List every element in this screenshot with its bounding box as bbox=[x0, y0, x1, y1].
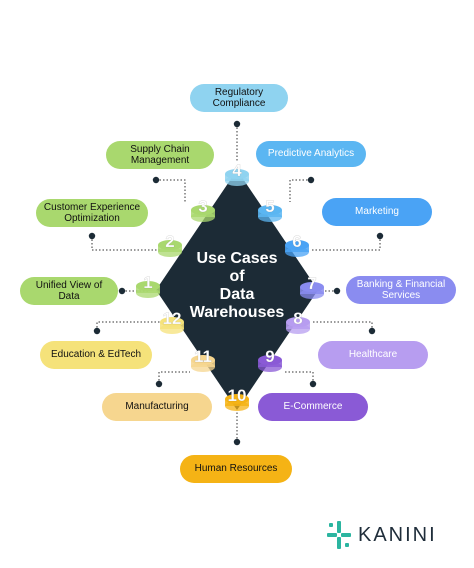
use-case-pill-3: Supply Chain Management bbox=[106, 141, 214, 169]
connector-dot bbox=[309, 380, 317, 388]
connector-dot bbox=[233, 120, 241, 128]
connector-dot bbox=[233, 438, 241, 446]
use-case-pill-10: Human Resources bbox=[180, 455, 292, 483]
number-label: 7 bbox=[307, 274, 316, 293]
number-label: 1 bbox=[143, 273, 152, 292]
use-case-pill-5: Predictive Analytics bbox=[256, 141, 366, 167]
use-case-pill-4: Regulatory Compliance bbox=[190, 84, 288, 112]
use-case-pill-2: Customer Experience Optimization bbox=[36, 199, 148, 227]
number-label: 10 bbox=[228, 386, 247, 405]
number-label: 11 bbox=[194, 347, 212, 366]
kanini-logo bbox=[327, 521, 351, 549]
connector-line bbox=[91, 236, 162, 251]
number-label: 12 bbox=[163, 309, 182, 328]
number-disc-11: 11 bbox=[191, 347, 215, 372]
connector-line bbox=[312, 236, 381, 251]
number-disc-7: 7 bbox=[300, 274, 324, 299]
central-diamond bbox=[156, 170, 318, 410]
kanini-logo-icon bbox=[327, 521, 351, 549]
number-disc-9: 9 bbox=[258, 347, 282, 372]
connector-line bbox=[312, 321, 373, 331]
connector-dot bbox=[368, 327, 376, 335]
number-disc-1: 1 bbox=[136, 273, 160, 298]
number-label: 3 bbox=[198, 197, 207, 216]
use-case-pill-11: Manufacturing bbox=[102, 393, 212, 421]
connector-dot bbox=[376, 232, 384, 240]
connector-line bbox=[284, 371, 314, 384]
use-case-pill-1: Unified View of Data bbox=[20, 277, 118, 305]
number-disc-3: 3 bbox=[191, 197, 215, 222]
use-case-pill-9: E-Commerce bbox=[258, 393, 368, 421]
number-label: 9 bbox=[265, 347, 274, 366]
connector-line bbox=[156, 179, 186, 202]
connector-dot bbox=[88, 232, 96, 240]
connector-dot bbox=[152, 176, 160, 184]
number-disc-12: 12 bbox=[160, 309, 184, 334]
connector-line bbox=[158, 371, 190, 384]
number-disc-5: 5 bbox=[258, 197, 282, 222]
connector-dot bbox=[118, 287, 126, 295]
number-label: 2 bbox=[165, 232, 174, 251]
use-case-pill-12: Education & EdTech bbox=[40, 341, 152, 369]
connector-dot bbox=[93, 327, 101, 335]
connector-dot bbox=[333, 287, 341, 295]
center-title: Use Cases of Data Warehouses bbox=[189, 250, 285, 321]
number-label: 4 bbox=[232, 161, 242, 180]
number-disc-10: 10 bbox=[225, 386, 249, 411]
number-disc-8: 8 bbox=[286, 309, 310, 334]
connector-line bbox=[96, 321, 162, 331]
connectors bbox=[88, 120, 384, 446]
number-disc-2: 2 bbox=[158, 232, 182, 257]
connector-dot bbox=[307, 176, 315, 184]
number-label: 5 bbox=[265, 197, 274, 216]
number-disc-6: 6 bbox=[285, 232, 309, 257]
use-case-pill-7: Banking & Financial Services bbox=[346, 276, 456, 304]
number-disc-4: 4 bbox=[225, 161, 249, 186]
kanini-logo-text: KANINI bbox=[358, 524, 437, 546]
use-case-pill-8: Healthcare bbox=[318, 341, 428, 369]
use-case-pill-6: Marketing bbox=[322, 198, 432, 226]
connector-dot bbox=[155, 380, 163, 388]
number-label: 6 bbox=[292, 232, 301, 251]
connector-line bbox=[289, 179, 311, 202]
number-label: 8 bbox=[293, 309, 302, 328]
